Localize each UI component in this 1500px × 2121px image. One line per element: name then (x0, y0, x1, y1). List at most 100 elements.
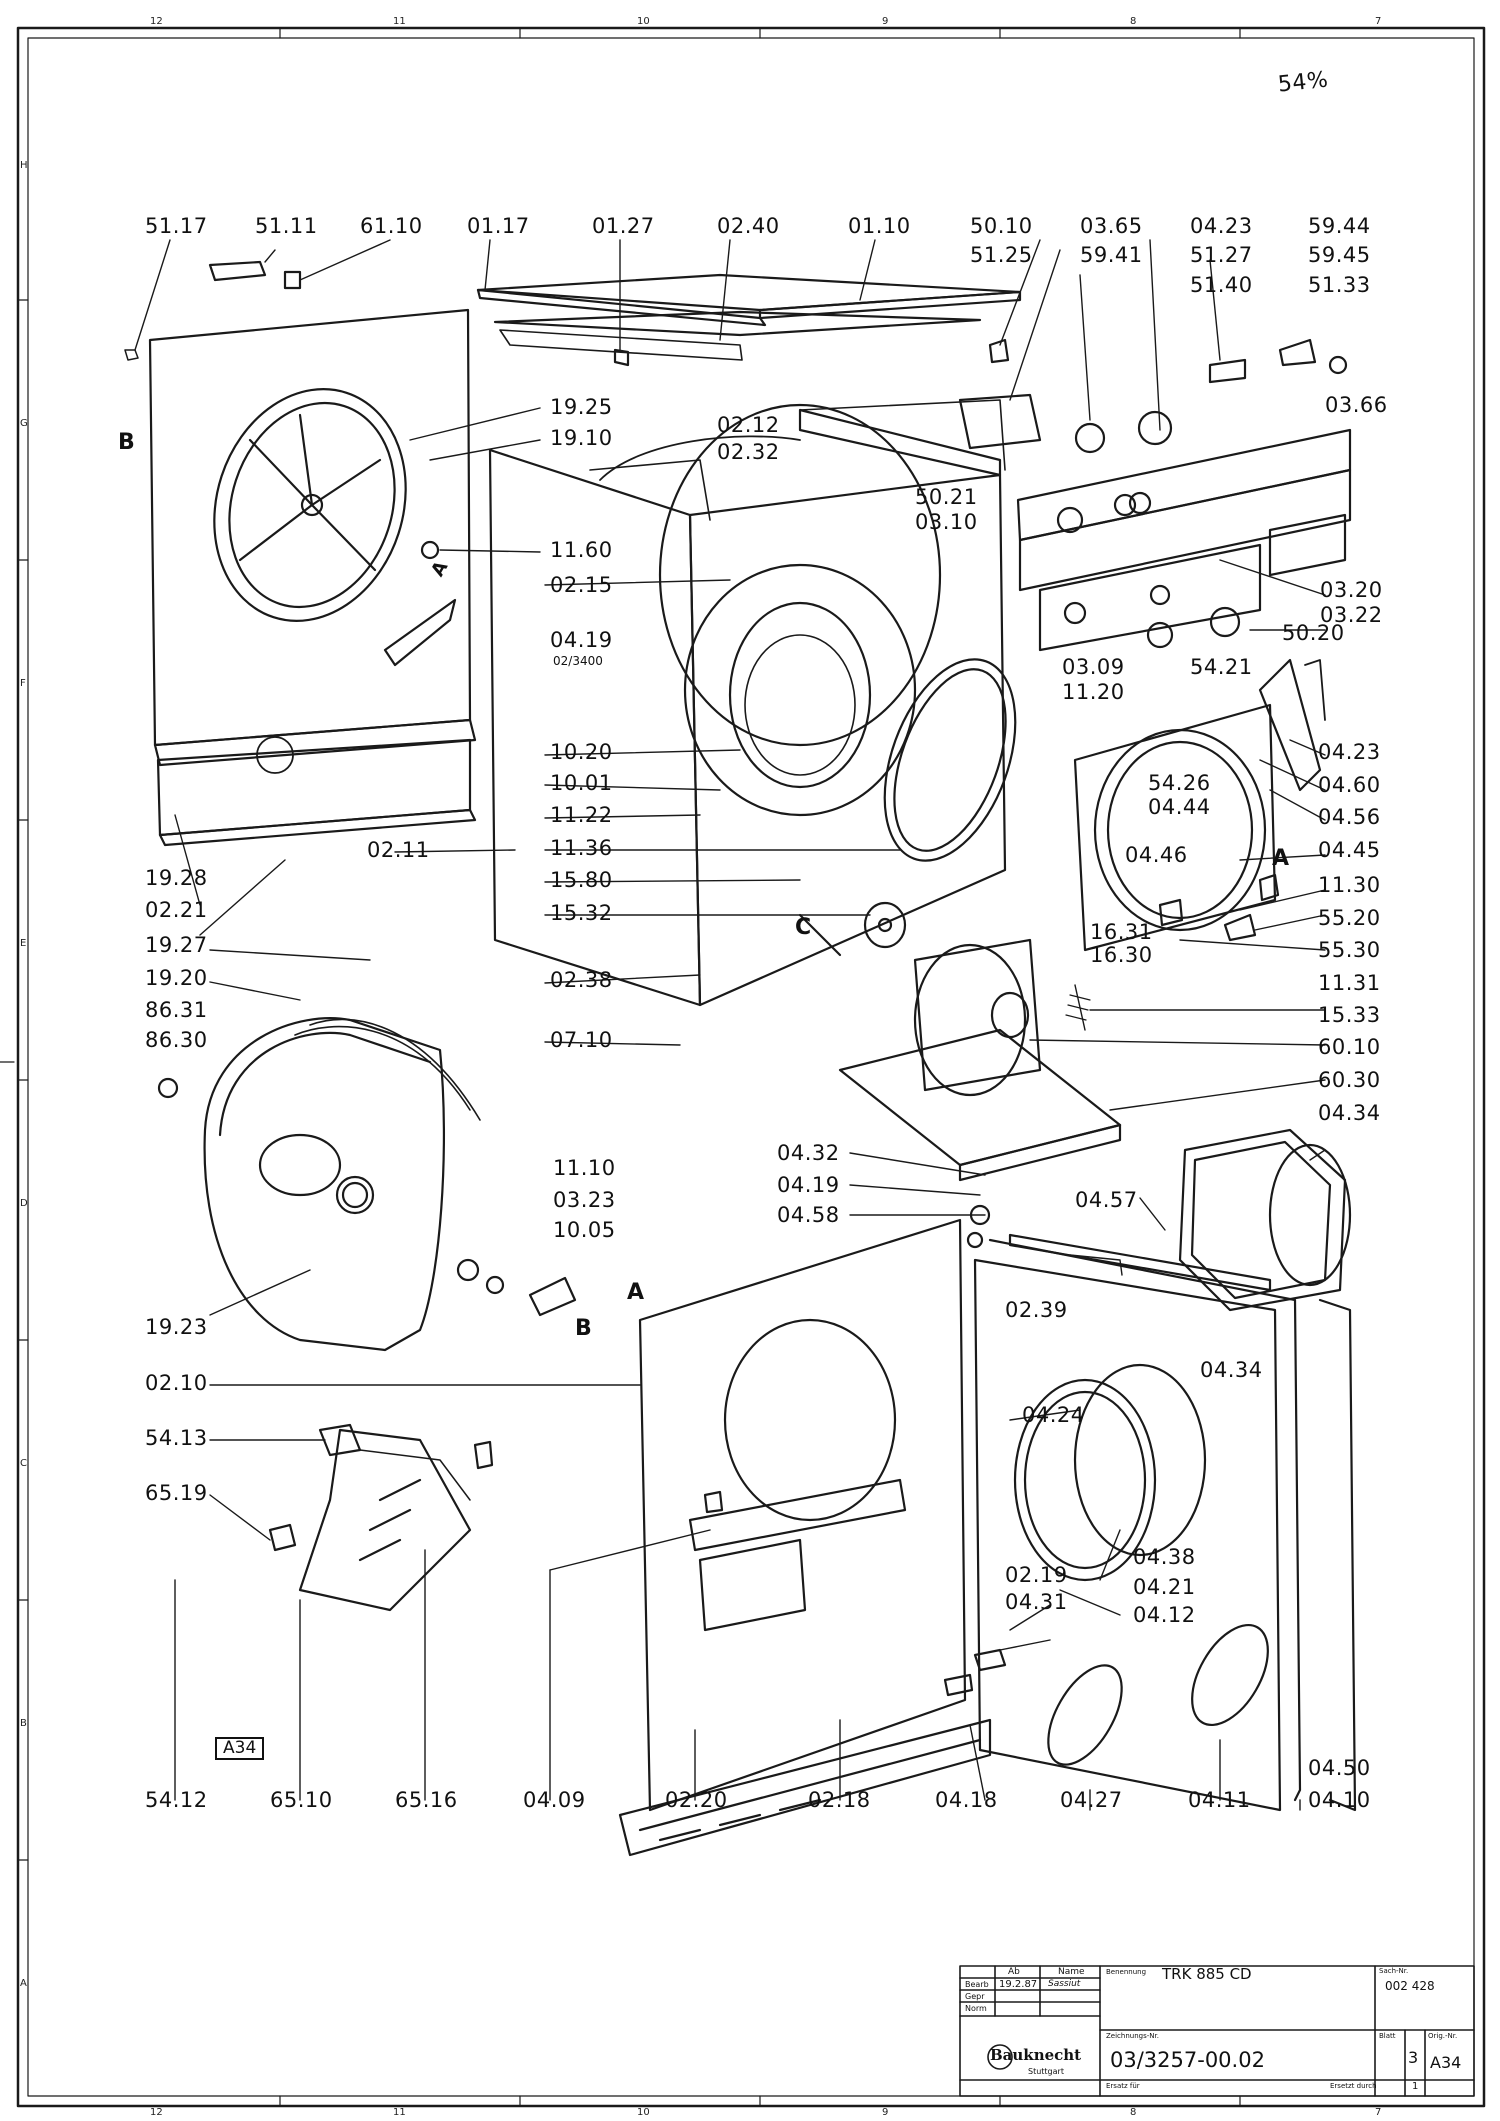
part-label: 51.27 (1190, 243, 1253, 267)
page-annotation: 54% (1276, 67, 1330, 98)
part-label: 07.10 (550, 1028, 613, 1052)
part-label: 03.23 (553, 1188, 616, 1212)
part-label: 19.10 (550, 426, 613, 450)
sach-nr-caption: Sach-Nr. (1379, 1967, 1409, 1975)
grid-row-label: B (20, 1718, 27, 1729)
part-label: 11.60 (550, 538, 613, 562)
part-label: 02.15 (550, 573, 613, 597)
orig-nr: A34 (1430, 2053, 1462, 2072)
sach-nr: 002 428 (1385, 1979, 1435, 1993)
grid-row-label: F (20, 678, 26, 689)
lint-filter (1178, 1128, 1352, 1312)
part-label: 02.21 (145, 898, 208, 922)
section-marker: A (1272, 846, 1290, 871)
grid-row-label: G (20, 418, 28, 429)
part-label: 02.11 (367, 838, 430, 862)
grid-column-label: 8 (1130, 2107, 1137, 2118)
grid-column-label: 11 (393, 2107, 406, 2118)
part-label: 60.30 (1318, 1068, 1381, 1092)
part-label: 51.40 (1190, 273, 1253, 297)
title-block-date: 19.2.87 (999, 1979, 1038, 1990)
manufacturer-location: Stuttgart (1028, 2067, 1064, 2076)
part-label: 02.12 (717, 413, 780, 437)
part-label: 04.50 (1308, 1756, 1371, 1780)
grid-row-label: A (20, 1978, 27, 1989)
drawing-number: 03/3257-00.02 (1110, 2048, 1265, 2072)
grid-column-label: 12 (150, 2107, 163, 2118)
sheet-tag: A34 (215, 1737, 265, 1760)
leader-lines (134, 239, 1326, 1811)
part-sublabel: 02/3400 (553, 654, 603, 668)
part-label: 19.27 (145, 933, 208, 957)
part-label: 10.20 (550, 740, 613, 764)
title-block-signature: Sassiut (1048, 1979, 1081, 1989)
part-label: 54.12 (145, 1788, 208, 1812)
part-label: 03.65 (1080, 214, 1143, 238)
top-cover-assembly (476, 273, 1022, 367)
part-label: 54.26 (1148, 771, 1211, 795)
part-label: 51.17 (145, 214, 208, 238)
grid-column-label: 7 (1375, 16, 1382, 27)
grid-column-label: 10 (637, 2107, 650, 2118)
rear-drum-cover (157, 1017, 577, 1352)
part-label: 03.66 (1325, 393, 1388, 417)
grid-column-label: 8 (1130, 16, 1137, 27)
part-label: 03.09 (1062, 655, 1125, 679)
part-label: 01.17 (467, 214, 530, 238)
part-label: 04.18 (935, 1788, 998, 1812)
control-panel-assembly (958, 338, 1352, 652)
part-label: 54.13 (145, 1426, 208, 1450)
part-label: 04.31 (1005, 1590, 1068, 1614)
part-label: 01.10 (848, 214, 911, 238)
part-label: 51.33 (1308, 273, 1371, 297)
part-label: 04.46 (1125, 843, 1188, 867)
sheet-total: 1 (1412, 2081, 1419, 2092)
part-label: 51.25 (970, 243, 1033, 267)
part-label: 02.10 (145, 1371, 208, 1395)
section-marker: A (627, 1280, 645, 1305)
part-label: 02.38 (550, 968, 613, 992)
part-label: 02.18 (808, 1788, 871, 1812)
part-label: 19.23 (145, 1315, 208, 1339)
part-label: 04.24 (1022, 1403, 1085, 1427)
part-label: 04.12 (1133, 1603, 1196, 1627)
title-block (959, 1965, 1475, 2097)
drum-support-and-motor (798, 658, 1326, 1182)
part-label: 15.32 (550, 901, 613, 925)
part-label: 02.40 (717, 214, 780, 238)
grid-row-label: C (20, 1458, 27, 1469)
part-label: 11.10 (553, 1156, 616, 1180)
part-label: 65.19 (145, 1481, 208, 1505)
part-label: 04.27 (1060, 1788, 1123, 1812)
part-label: 15.33 (1318, 1003, 1381, 1027)
grid-column-label: 7 (1375, 2107, 1382, 2118)
replaces-caption: Ersatz für (1106, 2082, 1140, 2090)
sheet-inner-frame (27, 37, 1475, 2097)
part-label: 55.30 (1318, 938, 1381, 962)
front-panel (618, 1204, 992, 1857)
sheet-caption: Blatt (1379, 2032, 1396, 2040)
part-label: 51.11 (255, 214, 318, 238)
part-label: 59.45 (1308, 243, 1371, 267)
part-label: 04.23 (1318, 740, 1381, 764)
part-label: 04.57 (1075, 1188, 1138, 1212)
part-label: 04.19 (550, 628, 613, 652)
manufacturer-logo: Bauknecht (990, 2046, 1082, 2064)
grid-column-label: 11 (393, 16, 406, 27)
part-label: 16.31 (1090, 920, 1153, 944)
part-label: 19.20 (145, 966, 208, 990)
part-label: 50.10 (970, 214, 1033, 238)
part-label: 15.80 (550, 868, 613, 892)
part-label: 02.39 (1005, 1298, 1068, 1322)
part-label: 04.60 (1318, 773, 1381, 797)
part-label: 04.09 (523, 1788, 586, 1812)
part-label: 10.05 (553, 1218, 616, 1242)
grid-column-label: 9 (882, 16, 889, 27)
part-label: 19.25 (550, 395, 613, 419)
part-label: 04.19 (777, 1173, 840, 1197)
grid-ticks (0, 27, 1241, 2107)
title-block-row-label: Bearb (965, 1980, 989, 1989)
part-label: 04.58 (777, 1203, 840, 1227)
sheet-frame (16, 26, 1486, 2108)
